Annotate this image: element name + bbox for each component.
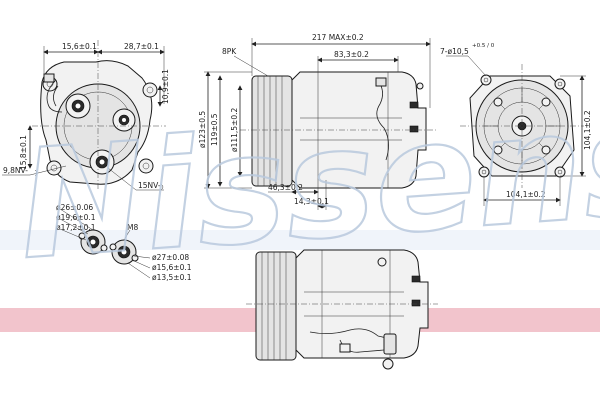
front-dims: 15,6±0.1 28,7±0.1 10,9±0.1 15,8±0.1 9,8N… [2,42,170,191]
dim-port-left: 9,8NV- [3,166,28,175]
dim-rear-width: 104,1±0.2 [506,190,546,199]
dim-overall: 217 MAX±0.2 [312,33,364,42]
side-view [240,71,436,189]
rear-dims: 7-ø10,5 +0.5 / 0 104,1±0.2 104,1±0.2 [440,43,592,206]
port-left-d3: ø17,2±0.1 [56,223,96,232]
dim-left-v: 15,8±0.1 [19,135,28,170]
bottom-view [246,249,438,370]
dim-offset-b: 14,3±0.1 [294,197,329,206]
dim-pulley: ø111,5±0.2 [230,108,239,152]
dim-body-length: 83,3±0.2 [334,50,369,59]
dim-rear-height: 104,1±0.2 [583,110,592,150]
dim-offset-a: 46,3±0.2 [268,183,303,192]
dim-right-v: 10,9±0.1 [161,69,170,104]
rear-view [460,64,584,188]
port-right-d3: ø13,5±0.1 [152,273,192,282]
dim-holes: 7-ø10,5 [440,47,469,56]
dim-top-b: 28,7±0.1 [124,42,159,51]
front-view [32,40,166,190]
dim-port-bottom: 15NV- [138,181,161,190]
port-right-d1: ø27±0.08 [152,253,189,262]
dim-top-a: 15,6±0.1 [62,42,97,51]
port-detail-left: ø26±0.06 ø19,6±0.1 ø17,2±0.1 [56,203,108,255]
watermark-band-light [0,230,600,250]
port-left-d1: ø26±0.06 [56,203,93,212]
pulley-label: 8PK [222,47,237,56]
dim-height: 119±0.5 [210,113,219,146]
side-dims: 217 MAX±0.2 83,3±0.2 8PK ø123±0.5 119±0.… [198,33,431,210]
dim-outer: ø123±0.5 [198,111,207,148]
port-left-d2: ø19,6±0.1 [56,213,96,222]
port-detail-right: M8 ø27±0.08 ø15,6±0.1 ø13,5±0.1 [109,223,192,282]
dim-holes-tol: +0.5 / 0 [472,43,495,49]
port-right-d2: ø15,6±0.1 [152,263,192,272]
thread-label: M8 [127,223,138,232]
